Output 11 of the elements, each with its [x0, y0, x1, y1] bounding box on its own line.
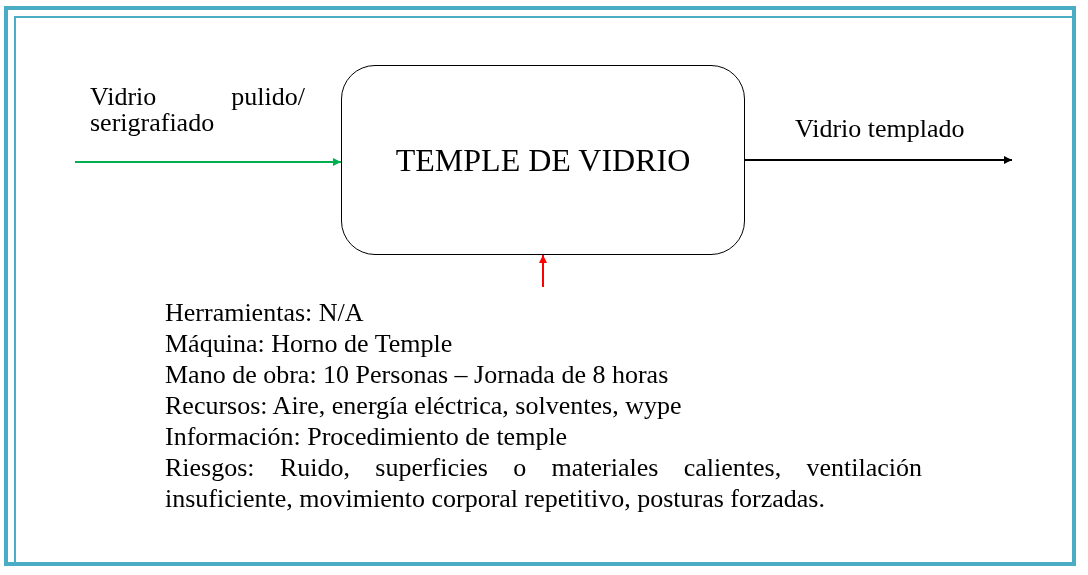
- resource-text: Recursos: Aire, energía eléctrica, solventes, wype: [165, 390, 683, 421]
- process-box: [341, 65, 745, 255]
- resource-text: Riesgos: Ruido, superficies o materiales calientes, ventilación insuficiente, movimiento corporal repetitivo, posturas forzadas.: [165, 452, 922, 514]
- arrow: [744, 156, 1013, 164]
- resource-text: Información: Procedimiento de temple: [165, 421, 569, 452]
- process-title: TEMPLE DE VIDRIO: [395, 141, 691, 179]
- arrow: [74, 158, 342, 166]
- resource-text: Herramientas: N/A: [165, 297, 365, 328]
- arrow: [539, 254, 547, 288]
- resource-text: Mano de obra: 10 Personas – Jornada de 8 horas: [165, 359, 670, 390]
- resource-text: Máquina: Horno de Temple: [165, 328, 454, 359]
